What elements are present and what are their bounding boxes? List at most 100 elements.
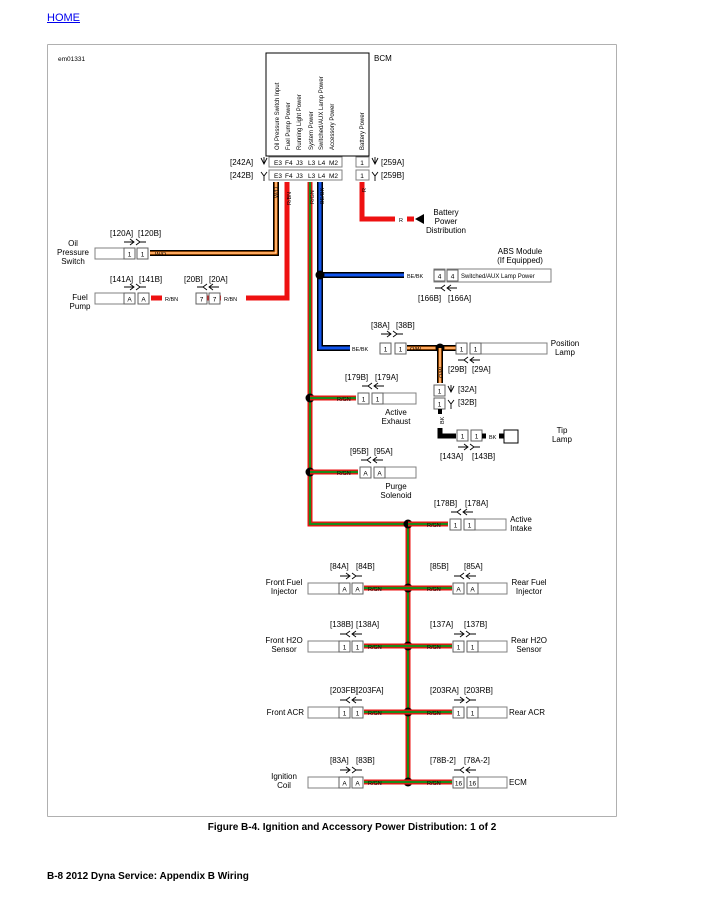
bcm-pin-id: F4 — [285, 160, 293, 167]
rear-acr-a-pin — [452, 706, 465, 719]
abs-module-label: (If Equipped) — [497, 256, 543, 265]
pos-inline-a-pin — [379, 342, 392, 355]
connector-label: [20B] — [184, 275, 203, 284]
rear-acr-b-pin — [466, 706, 479, 719]
rear-fuel-injector-mating-arrows — [454, 572, 476, 580]
connector-label: [259B] — [381, 171, 404, 180]
connector-label: [95A] — [374, 447, 393, 456]
connector-label: [242A] — [230, 158, 253, 167]
connector-label: [178A] — [465, 499, 488, 508]
connector-label: [29B] — [448, 365, 467, 374]
connector-label: [179B] — [345, 373, 368, 382]
ignition-coil-b-pin — [351, 776, 364, 789]
connector-label: [83A] — [330, 756, 349, 765]
position-lamp-a-pin-label: 1 — [460, 347, 464, 354]
rear-h2o-sensor-b-pin-label: 1 — [471, 645, 475, 652]
tip-lamp-a-pin — [456, 429, 469, 442]
ignition-coil-a-pin — [338, 776, 351, 789]
arrow-socket — [340, 696, 351, 704]
arrow-left — [373, 382, 384, 390]
wire-tip-b — [437, 428, 456, 439]
abs-mating-arrows — [435, 284, 457, 292]
fuel-pump-b-pin — [137, 292, 150, 305]
pin-arrow-icon — [371, 157, 379, 166]
bcm-pin-id: F4 — [285, 173, 293, 180]
rear-fuel-injector-a-pin — [452, 582, 465, 595]
rear-h2o-sensor-label: Rear H2O — [511, 636, 547, 645]
socket-icon — [260, 171, 268, 181]
arrow-socket — [465, 630, 476, 638]
ecm-b-pin — [466, 776, 479, 789]
wire-label: R/GN — [427, 645, 441, 651]
socket-icon — [371, 171, 379, 181]
front-acr-label: Front ACR — [267, 708, 305, 717]
connector-label: [178B] — [434, 499, 457, 508]
wire-label: R/GN — [427, 781, 441, 787]
battery-distribution-label: Battery — [433, 208, 458, 217]
wire-oil-pressure-gap — [150, 182, 277, 254]
arrow-socket — [454, 572, 465, 580]
arrow-left — [208, 283, 219, 291]
front-h2o-sensor-a-pin — [338, 640, 351, 653]
wire-label: R/GN — [368, 645, 382, 651]
rear-fuel-injector-b-pin-label: A — [470, 587, 475, 594]
arrow-socket — [451, 508, 462, 516]
bcm-pin-id: L4 — [318, 160, 326, 167]
front-fuel-injector-label: Injector — [271, 587, 298, 596]
front-h2o-sensor-mating-arrows — [340, 630, 362, 638]
arrow-socket — [197, 283, 208, 291]
wire-label: R/BN — [287, 192, 293, 205]
ignition-coil-label: Coil — [277, 781, 291, 790]
rear-h2o-sensor-a-pin — [452, 640, 465, 653]
tip-lamp-label: Tip — [557, 426, 568, 435]
bcm-pin-id: M2 — [329, 160, 338, 167]
wire-battery — [359, 182, 395, 222]
rear-acr-label: Rear ACR — [509, 708, 545, 717]
active-exhaust-a-pin — [357, 392, 370, 405]
arrow-left — [351, 696, 362, 704]
wire-label: R/GN — [368, 711, 382, 717]
rear-h2o-sensor-label: Sensor — [516, 645, 542, 654]
active-intake-label: Active — [510, 515, 532, 524]
wire-label: R/GN — [368, 781, 382, 787]
connector-label: [137A] — [430, 620, 453, 629]
socket-icon — [447, 399, 455, 409]
connector-label: [138A] — [356, 620, 379, 629]
active-intake-b-pin — [463, 518, 476, 531]
wire-label: R/BN — [224, 297, 237, 303]
pos-inline-b-pin-label: 1 — [399, 347, 403, 354]
pin-arrow-icon — [447, 385, 455, 394]
rear-fuel-injector-label: Injector — [516, 587, 543, 596]
arrow-left — [469, 356, 480, 364]
arrow-socket — [135, 238, 146, 246]
active-intake-mating-arrows — [451, 508, 473, 516]
connector-label: [141A] — [110, 275, 133, 284]
position-lamp-body — [469, 342, 548, 355]
tip-lamp-b-pin-label: 1 — [475, 434, 479, 441]
tip-lamp-body — [503, 429, 519, 444]
fuel-pump-b-pin-label: A — [141, 297, 146, 304]
bcm-connector-259b — [355, 169, 370, 181]
fuel-pump-a-pin-label: A — [127, 297, 132, 304]
arrow-left — [351, 630, 362, 638]
connector-label: [83B] — [356, 756, 375, 765]
arrow-socket — [435, 284, 446, 292]
arrow-socket — [392, 330, 403, 338]
ecm-a-pin — [452, 776, 465, 789]
bcm-pin-id: E3 — [274, 173, 282, 180]
front-fuel-injector-a-pin — [338, 582, 351, 595]
connector-label: [203FA] — [356, 686, 384, 695]
front-acr-a-pin — [338, 706, 351, 719]
oil-switch-b-pin — [136, 247, 149, 260]
wire-fuel-pump — [246, 182, 290, 301]
battery-distribution-icon — [415, 214, 424, 224]
connector-label: [143A] — [440, 452, 463, 461]
rear-fuel-injector-a-pin-label: A — [456, 587, 461, 594]
wire-label: R/BN — [165, 297, 178, 303]
front-acr-a-pin-label: 1 — [343, 711, 347, 718]
home-link[interactable]: HOME — [47, 12, 80, 24]
battery-distribution-label: Distribution — [426, 226, 466, 235]
wire-label: O/W — [439, 366, 445, 378]
wire-label: R/GN — [427, 711, 441, 717]
connector-label: [203RA] — [430, 686, 459, 695]
